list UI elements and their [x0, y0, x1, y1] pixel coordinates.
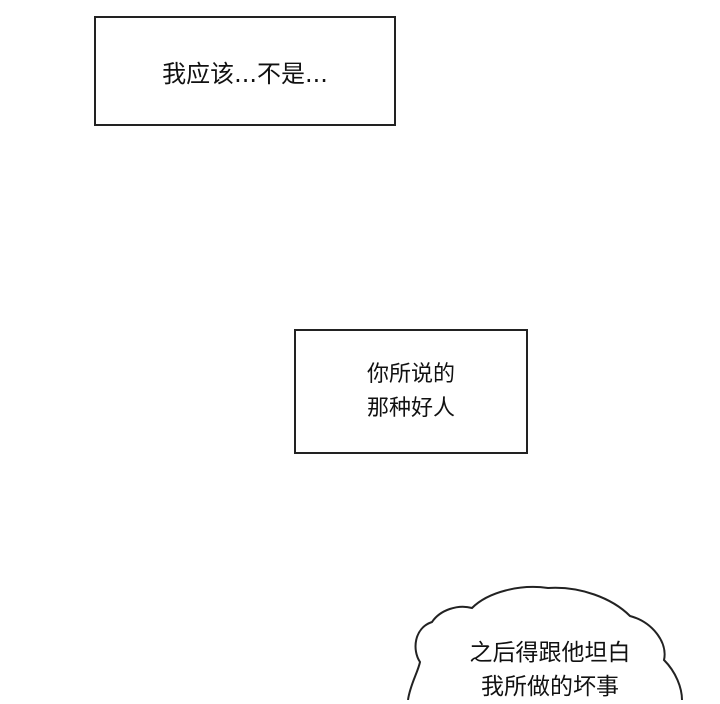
thought-bubble-text: 之后得跟他坦白 我所做的坏事: [430, 636, 670, 704]
bubble-text-line-2: 我所做的坏事: [481, 674, 619, 700]
caption-box-1: 我应该...不是...: [94, 16, 396, 126]
bubble-text-line-1: 之后得跟他坦白: [469, 640, 631, 666]
caption-text-line-1: 你所说的: [366, 361, 455, 387]
caption-box-2: 你所说的 那种好人: [294, 329, 528, 454]
caption-text: 我应该...不是...: [162, 59, 328, 88]
caption-text-line-2: 那种好人: [366, 395, 455, 421]
